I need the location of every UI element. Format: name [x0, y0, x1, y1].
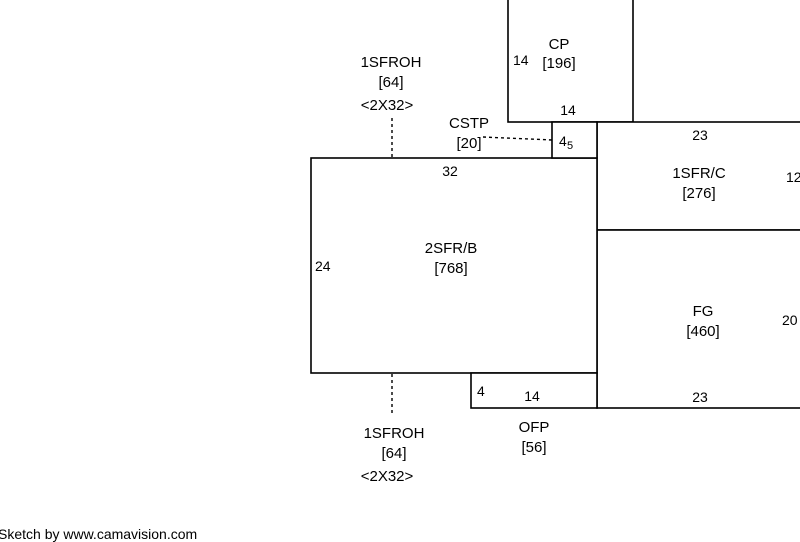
sfrb-left-dim: 24: [315, 258, 331, 274]
sfroh-top-area: [64]: [378, 74, 403, 91]
cstp-area: [20]: [456, 135, 481, 152]
cp-area: [196]: [542, 55, 575, 72]
cp-left-dim: 14: [513, 52, 529, 68]
ofp-bottom-dim: 14: [524, 388, 540, 404]
sfroh-bottom-size: <2X32>: [361, 468, 414, 485]
sfrb-name: 2SFR/B: [425, 240, 478, 257]
sfroh-bottom-name: 1SFROH: [364, 425, 425, 442]
sfroh-top-name: 1SFROH: [361, 54, 422, 71]
sfrb-outline: [310, 157, 598, 374]
cp-outline: [507, 0, 634, 123]
sfrc-name: 1SFR/C: [672, 165, 726, 182]
fg-name: FG: [693, 303, 714, 320]
ofp-name: OFP: [519, 419, 550, 436]
fg-area: [460]: [686, 323, 719, 340]
sfrb-area: [768]: [434, 260, 467, 277]
fg-bottom-dim: 23: [692, 389, 708, 405]
cstp-width-dim: 4: [559, 133, 567, 149]
sfroh-top-size: <2X32>: [361, 97, 414, 114]
cp-bottom-dim: 14: [560, 102, 576, 118]
sketch-credit: Sketch by www.camavision.com: [0, 526, 198, 542]
ofp-left-dim: 4: [477, 383, 485, 399]
sfrb-top-dim: 32: [442, 163, 458, 179]
cp-name: CP: [549, 36, 570, 53]
sfrc-top-dim: 23: [692, 127, 708, 143]
cstp-outline: [551, 121, 598, 159]
sfrc-right-dim: 12: [786, 169, 800, 185]
sfrc-area: [276]: [682, 185, 715, 202]
ofp-outline: [470, 372, 598, 409]
cstp-height-dim: 5: [567, 140, 573, 152]
sfrc-outline: [596, 121, 800, 231]
cstp-name: CSTP: [449, 115, 489, 132]
ofp-area: [56]: [521, 439, 546, 456]
fg-right-dim: 20: [782, 312, 798, 328]
cstp-leader: [482, 136, 553, 141]
sfroh-bottom-area: [64]: [381, 445, 406, 462]
